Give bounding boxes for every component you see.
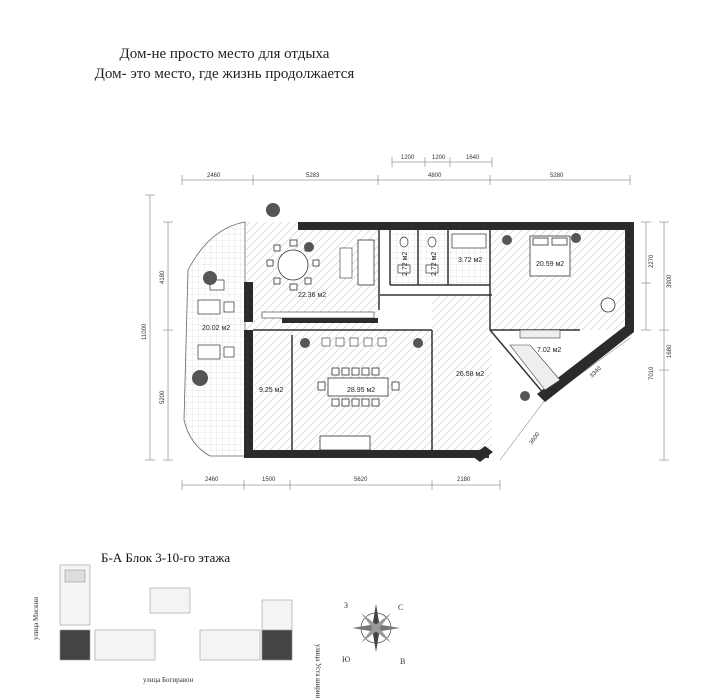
dim-diag-3340: 3340 <box>589 365 603 379</box>
dim-right-1680: 1680 <box>667 344 673 358</box>
room-dressing-area: 7.02 м2 <box>537 347 561 354</box>
dining-table <box>317 367 400 407</box>
bottom-dimensions <box>181 480 501 490</box>
room-dining-area: 28.95 м2 <box>347 387 375 394</box>
dining-chairs-top <box>321 337 387 347</box>
room-bedroom-area: 20.59 м2 <box>536 261 564 268</box>
room-wc2-area: 2.72 м2 <box>431 252 438 276</box>
dim-top-2460: 2460 <box>207 173 221 179</box>
dim-top-5283: 5283 <box>306 173 320 179</box>
dim-top-1200a: 1200 <box>401 155 415 161</box>
dim-bottom-1500: 1500 <box>262 477 276 483</box>
dim-diagonal-line2 <box>499 399 546 461</box>
dim-left-5200: 5200 <box>160 390 166 404</box>
compass-south: Ю <box>342 655 350 664</box>
top-dimensions <box>181 157 631 185</box>
dim-top-1200b: 1200 <box>432 155 446 161</box>
street-left: улица Мискин <box>32 597 40 640</box>
terrace <box>183 221 246 457</box>
hall-floor <box>432 295 492 456</box>
right-dimensions <box>641 221 669 461</box>
dim-top-5280: 5280 <box>550 173 564 179</box>
dim-right-7010: 7010 <box>649 366 655 380</box>
compass-west: З <box>344 601 348 610</box>
dressing-shelves <box>509 329 561 391</box>
bath-fixtures <box>397 233 487 274</box>
room-hall-area: 26.58 м2 <box>456 371 484 378</box>
compass-rose-icon <box>352 604 400 652</box>
kitchen-counter <box>261 311 375 319</box>
plant-icons <box>192 203 581 401</box>
tagline-line2: Дом- это место, где жизнь продолжается <box>94 66 355 82</box>
room-bath-area: 3.72 м2 <box>458 257 482 264</box>
living-coffee-table <box>339 247 353 279</box>
street-right: улица Устa ширин <box>314 644 322 699</box>
dim-diag-3600: 3600 <box>529 431 542 446</box>
partitions <box>253 230 580 450</box>
room-living-area: 22.36 м2 <box>298 292 326 299</box>
left-dimensions <box>145 194 173 461</box>
tagline-line1: Дом-не просто место для отдыха <box>119 46 330 62</box>
dim-bottom-2180: 2180 <box>457 477 471 483</box>
dim-bottom-5620: 5620 <box>354 477 368 483</box>
compass-east: В <box>400 657 405 666</box>
dim-left-4180: 4180 <box>160 270 166 284</box>
dim-top-1640: 1640 <box>466 155 480 161</box>
dim-left-11000: 11000 <box>142 323 148 340</box>
dim-bottom-2460: 2460 <box>205 477 219 483</box>
dim-right-3900: 3900 <box>667 274 673 288</box>
dim-top-4800: 4800 <box>428 173 442 179</box>
bedroom-bed <box>529 235 571 277</box>
dim-right-2270: 2270 <box>649 254 655 268</box>
living-sofa <box>357 239 375 286</box>
room-small-area: 9.25 м2 <box>259 387 283 394</box>
compass-north: С <box>398 603 403 612</box>
dining-sofa <box>319 435 371 451</box>
block-title: Б-А Блок 3-10-го этажа <box>101 550 231 565</box>
room-wc1-area: 2.72 м2 <box>402 252 409 276</box>
site-plan <box>59 564 293 661</box>
bedroom-armchair <box>600 297 616 313</box>
room-terrace-area: 20.02 м2 <box>202 325 230 332</box>
terrace-furniture <box>197 279 235 360</box>
street-bottom: улица Богиравон <box>143 676 194 684</box>
walls <box>244 222 634 462</box>
